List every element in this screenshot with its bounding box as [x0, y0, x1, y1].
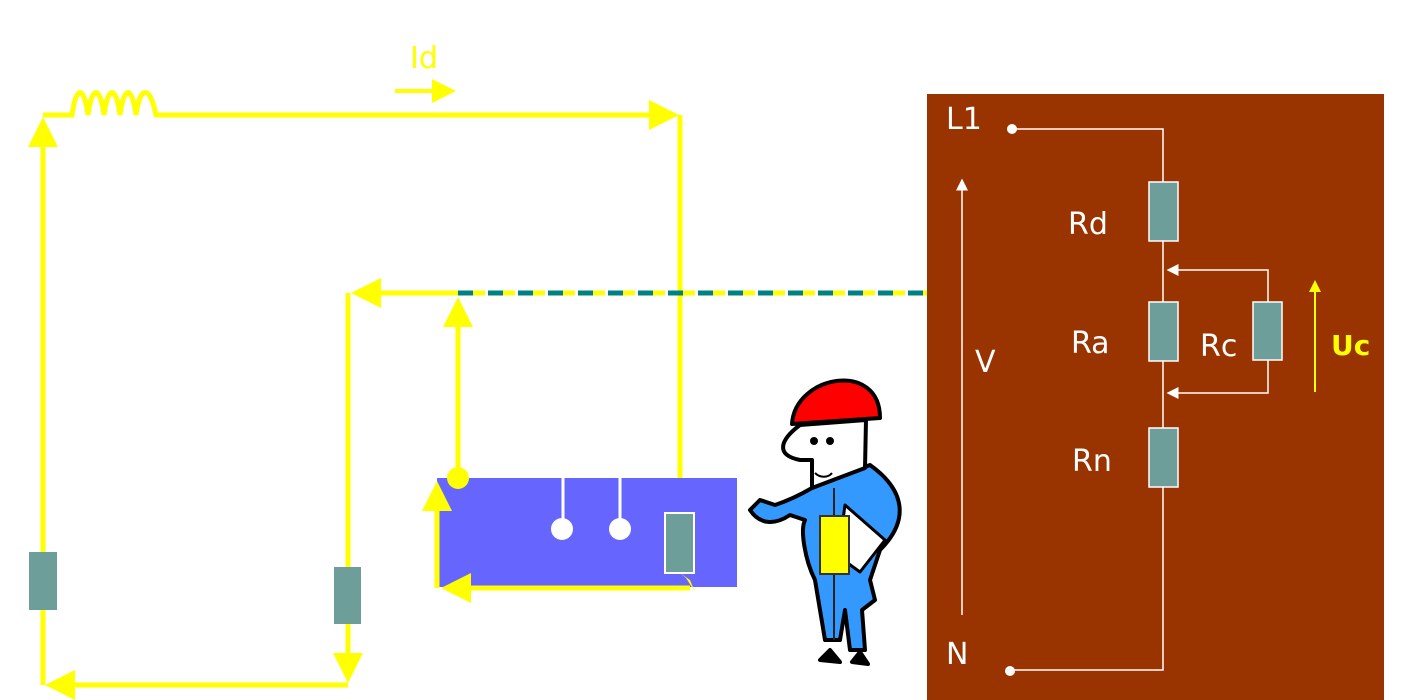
- resistor-earth: [334, 567, 361, 624]
- terminal-2: [609, 518, 631, 540]
- l1-wire: [1012, 128, 1164, 182]
- label-ra: Ra: [1071, 326, 1110, 361]
- rc-bottom-wire: [1166, 360, 1269, 399]
- n-wire: [1012, 487, 1164, 671]
- label-rc-hidden: RC: [768, 545, 803, 575]
- resistor-rd: [1148, 181, 1179, 242]
- label-n: N: [946, 637, 968, 672]
- meter-device: [819, 515, 850, 575]
- label-v: V: [975, 345, 996, 380]
- label-id: Id: [410, 41, 438, 76]
- label-rd: Rd: [1068, 207, 1108, 242]
- rc-top-wire: [1166, 264, 1269, 302]
- worker-head: [781, 418, 868, 490]
- pe-terminal-dot: [447, 467, 469, 489]
- label-rc: Rc: [1200, 329, 1237, 364]
- worker-helmet-icon: [790, 378, 882, 426]
- fault-loop: [28, 79, 683, 700]
- resistor-left: [29, 552, 57, 610]
- l1-terminal: [1007, 124, 1017, 134]
- n-terminal: [1005, 666, 1015, 676]
- terminal-1: [551, 518, 573, 540]
- resistor-rc: [1252, 301, 1283, 361]
- resistor-fault: [664, 512, 695, 574]
- inductor-coil: [43, 90, 662, 118]
- resistor-ra: [1148, 301, 1179, 362]
- label-l1: L1: [946, 102, 982, 137]
- label-rn: Rn: [1072, 444, 1112, 479]
- label-uc: Uc: [1331, 329, 1370, 362]
- resistor-rn: [1148, 427, 1179, 488]
